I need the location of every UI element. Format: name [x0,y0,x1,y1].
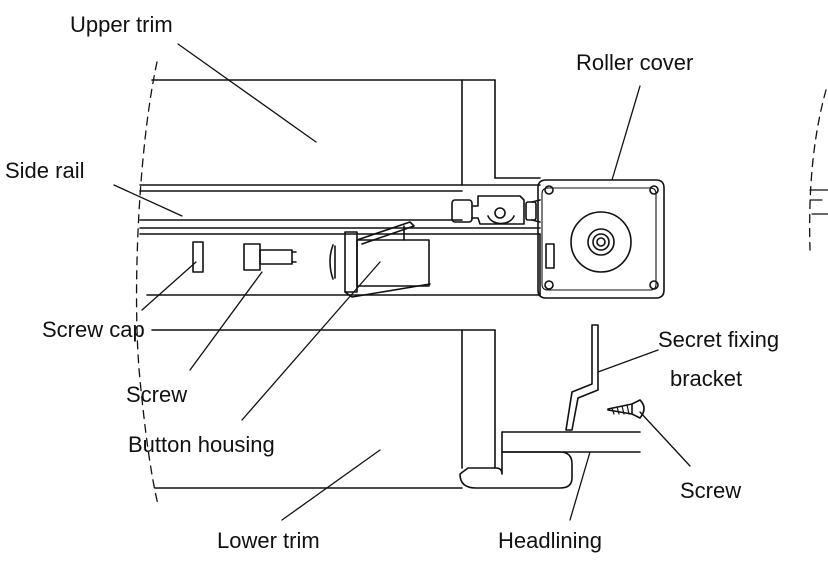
right-break-line [809,89,827,251]
roller-clip [451,195,541,225]
leader-screw-cap [141,261,197,311]
screw-cap-shape [192,241,204,273]
label-secret-fixing-1: Secret fixing [658,327,780,352]
leader-screw-left [189,271,263,371]
side-rail [139,177,541,296]
secret-fixing-bracket-shape [565,324,599,431]
screw-right-shape [607,399,645,419]
leader-button-housing [241,261,381,421]
label-upper-trim: Upper trim [70,12,173,37]
label-screw-cap: Screw cap [42,317,145,342]
label-button-housing: Button housing [128,432,275,457]
leader-side-rail [113,184,183,217]
right-edge-stub [809,189,828,215]
roller-cover-shape [537,179,665,299]
leader-secret-fixing [597,349,659,373]
l-profile-outline [459,451,573,489]
label-screw-right: Screw [680,478,742,503]
button-housing-shape [329,221,431,298]
leader-headlining [569,451,591,521]
leader-lower-trim [281,449,381,521]
lower-trim [151,329,496,489]
headlining-shape [501,431,641,453]
label-secret-fixing-2: bracket [670,366,743,391]
label-roller-cover: Roller cover [576,50,694,75]
screw-left-shape [243,243,297,271]
label-headlining: Headlining [498,528,602,553]
leader-lines [113,43,691,521]
leader-upper-trim [177,43,317,143]
upper-trim [151,79,496,186]
label-side-rail: Side rail [5,158,85,183]
leader-roller-cover [611,85,641,181]
leader-screw-right [639,411,691,467]
label-lower-trim: Lower trim [217,528,320,553]
label-screw-left: Screw [126,382,188,407]
